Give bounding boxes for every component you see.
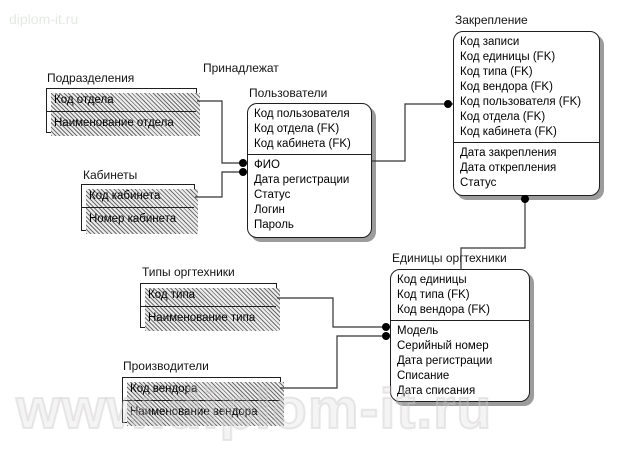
cardinality-dot-icon bbox=[239, 159, 247, 167]
attribute-row: Наименование типа bbox=[148, 312, 256, 324]
entity-title-polzovateli: Пользователи bbox=[249, 86, 328, 100]
entity-tipy: Код типа Наименование типа bbox=[140, 283, 280, 331]
attribute-row: Код записи bbox=[460, 36, 520, 48]
entity-zakreplenie: Код записи Код единицы (FK) Код типа (FK… bbox=[453, 31, 600, 196]
attribute-row: Код типа (FK) bbox=[397, 289, 470, 301]
relationship-line-podrazdeleniya-polzovateli bbox=[197, 100, 247, 164]
watermark-top-left: diplom-it.ru bbox=[9, 11, 79, 27]
key-section: Код отдела bbox=[47, 89, 196, 112]
attribute-row: Номер кабинета bbox=[89, 213, 177, 225]
cardinality-dot-icon bbox=[239, 168, 247, 176]
attribute-row: Наименование вендора bbox=[130, 406, 258, 418]
entity-kabinety: Код кабинета Номер кабинета bbox=[81, 184, 198, 234]
attribute-row: Списание bbox=[397, 370, 450, 382]
attr-section: Дата закрепления Дата открепления Статус bbox=[454, 143, 599, 193]
attribute-row: Код кабинета bbox=[89, 190, 161, 202]
attribute-row: Код типа bbox=[148, 289, 196, 301]
attr-section: Номер кабинета bbox=[82, 208, 194, 230]
key-section: Код записи Код единицы (FK) Код типа (FK… bbox=[454, 32, 599, 143]
cardinality-dot-icon bbox=[382, 332, 390, 340]
relationship-line-polzovateli-zakreplenie bbox=[371, 103, 453, 162]
entity-edinitsy: Код единицы Код типа (FK) Код вендора (F… bbox=[390, 269, 530, 402]
attribute-row: Код пользователя (FK) bbox=[460, 96, 582, 108]
attribute-row: Код единицы bbox=[397, 274, 467, 286]
attr-section: Модель Серийный номер Дата регистрации С… bbox=[391, 321, 529, 401]
relationship-label: Принадлежат bbox=[203, 61, 279, 75]
attribute-row: Код отдела (FK) bbox=[254, 123, 340, 135]
attribute-row: Код типа (FK) bbox=[460, 66, 533, 78]
attr-section: Наименование вендора bbox=[123, 401, 280, 423]
entity-proizvoditeli: Код вендора Наименование вендора bbox=[122, 377, 284, 426]
attribute-row: Модель bbox=[397, 325, 439, 337]
attribute-row: Статус bbox=[254, 189, 291, 201]
attribute-row: Код отдела (FK) bbox=[460, 111, 546, 123]
attr-section: Наименование типа bbox=[141, 307, 276, 329]
attribute-row: Дата открепления bbox=[460, 162, 557, 174]
attribute-row: Серийный номер bbox=[397, 340, 489, 352]
attribute-row: Пароль bbox=[254, 219, 294, 231]
key-section: Код вендора bbox=[123, 378, 280, 401]
key-section: Код пользователя Код отдела (FK) Код каб… bbox=[248, 104, 371, 155]
key-section: Код единицы Код типа (FK) Код вендора (F… bbox=[391, 270, 529, 321]
attribute-row: Дата регистрации bbox=[397, 355, 493, 367]
key-section: Код кабинета bbox=[82, 185, 194, 208]
attribute-row: Код кабинета (FK) bbox=[460, 126, 557, 138]
entity-title-podrazdeleniya: Подразделения bbox=[47, 71, 135, 85]
attr-section: Наименование отдела bbox=[47, 112, 196, 134]
attribute-row: Код кабинета (FK) bbox=[254, 138, 351, 150]
cardinality-dot-icon bbox=[521, 195, 529, 203]
attribute-row: Код вендора bbox=[130, 383, 198, 395]
relationship-line-proizvoditeli-edinitsy bbox=[280, 335, 390, 389]
entity-podrazdeleniya: Код отдела Наименование отдела bbox=[46, 88, 200, 136]
attribute-row: Дата списания bbox=[397, 385, 476, 397]
relationship-line-kabinety-polzovateli bbox=[195, 171, 247, 198]
attribute-row: Код отдела bbox=[54, 94, 114, 106]
cardinality-dot-icon bbox=[444, 100, 452, 108]
attribute-row: Статус bbox=[460, 177, 497, 189]
key-section: Код типа bbox=[141, 284, 276, 307]
entity-polzovateli: Код пользователя Код отдела (FK) Код каб… bbox=[247, 103, 372, 238]
attribute-row: Дата закрепления bbox=[460, 147, 557, 159]
entity-title-kabinety: Кабинеты bbox=[83, 168, 138, 182]
entity-title-zakreplenie: Закрепление bbox=[455, 13, 528, 27]
attribute-row: Логин bbox=[254, 204, 285, 216]
attribute-row: Код пользователя bbox=[254, 108, 350, 120]
entity-title-proizvoditeli: Производители bbox=[123, 359, 209, 373]
attribute-row: Код единицы (FK) bbox=[460, 51, 556, 63]
cardinality-dot-icon bbox=[382, 323, 390, 331]
entity-title-edinitsy: Единицы оргтехники bbox=[392, 251, 507, 265]
entity-title-tipy: Типы оргтехники bbox=[142, 265, 235, 279]
relationship-line-tipy-edinitsy bbox=[277, 297, 390, 328]
attribute-row: Код вендора (FK) bbox=[460, 81, 553, 93]
attribute-row: Дата регистрации bbox=[254, 174, 350, 186]
attr-section: ФИО Дата регистрации Статус Логин Пароль bbox=[248, 155, 371, 235]
attribute-row: Наименование отдела bbox=[54, 117, 174, 129]
attribute-row: Код вендора (FK) bbox=[397, 304, 490, 316]
attribute-row: ФИО bbox=[254, 159, 280, 171]
